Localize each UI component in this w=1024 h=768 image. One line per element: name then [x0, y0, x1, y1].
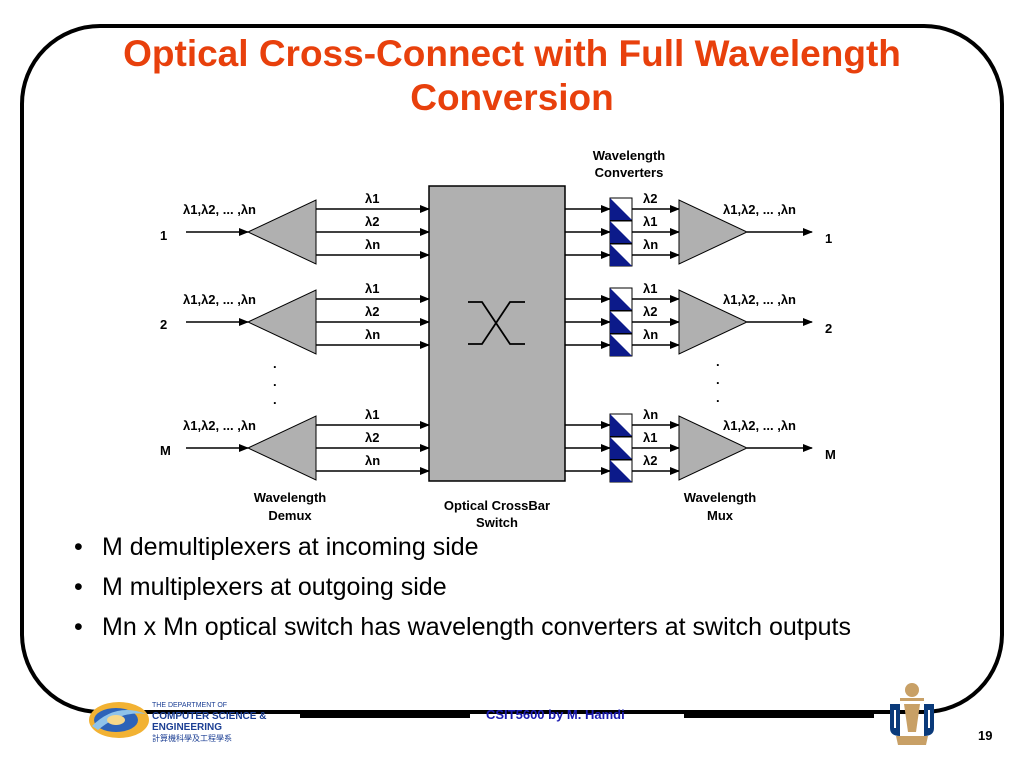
ellipsis-left-2: . — [273, 374, 277, 389]
bullet-item: Mn x Mn optical switch has wavelength co… — [70, 613, 950, 642]
row-1-mux — [678, 199, 749, 265]
title-line-1: Optical Cross-Connect with Full Waveleng… — [123, 33, 901, 74]
cse-logo-icon — [89, 702, 149, 738]
row-2-input-signal: λ1,λ2, ... ,λn — [183, 292, 256, 307]
row-1-converter-out-3: λn — [643, 237, 658, 252]
dept-logo-line1: THE DEPARTMENT OF — [152, 702, 228, 709]
row-m-converter-out-1: λn — [643, 407, 658, 422]
row-1-switch-in-1: λ1 — [365, 191, 379, 206]
title-line-2: Conversion — [410, 77, 614, 118]
row-1-converter-out-1: λ2 — [643, 191, 657, 206]
switch-label-line2: Switch — [476, 515, 518, 530]
row-2-input-port: 2 — [160, 317, 167, 332]
crossbar-switch — [428, 185, 566, 482]
row-m-output-signal: λ1,λ2, ... ,λn — [723, 418, 796, 433]
row-2-mux — [678, 289, 749, 355]
row-m-demux — [246, 415, 317, 481]
row-2-switch-in-3: λn — [365, 327, 380, 342]
row-2-output-port: 2 — [825, 321, 832, 336]
switch-label-line1: Optical CrossBar — [444, 498, 550, 513]
row-2-converters — [609, 287, 633, 357]
bullet-list: M demultiplexers at incoming side M mult… — [70, 533, 950, 653]
row-m-switch-in-2: λ2 — [365, 430, 379, 445]
converters-label-line2: Converters — [595, 165, 664, 180]
mux-label-line2: Mux — [707, 508, 734, 523]
row-2-converter-out-2: λ2 — [643, 304, 657, 319]
ellipsis-left-1: . — [273, 356, 277, 371]
row-2-converter-out-3: λn — [643, 327, 658, 342]
row-1-input-port: 1 — [160, 228, 167, 243]
row-2-switch-in-2: λ2 — [365, 304, 379, 319]
ellipsis-left-3: . — [273, 392, 277, 407]
mux-label-line1: Wavelength — [684, 490, 757, 505]
slide-title: Optical Cross-Connect with Full Waveleng… — [60, 32, 964, 120]
row-2: λ1,λ2, ... ,λn 2 λ1 λ2 λn λ1 λ2 λn λ1,λ2… — [160, 281, 832, 357]
ellipsis-right-1: . — [716, 354, 720, 369]
ellipsis-right: . . . — [716, 354, 720, 405]
row-m-switch-in-3: λn — [365, 453, 380, 468]
demux-label-line1: Wavelength — [254, 490, 327, 505]
demux-label-line2: Demux — [268, 508, 312, 523]
row-1-switch-in-3: λn — [365, 237, 380, 252]
footer-credit: CSIT5600 by M. Hamdi — [486, 707, 625, 722]
bullet-item: M multiplexers at outgoing side — [70, 573, 950, 602]
crossbar-cross-symbol — [468, 301, 525, 345]
footer-rule-right — [684, 714, 874, 718]
row-m-output-port: M — [825, 447, 836, 462]
row-m-converter-out-2: λ1 — [643, 430, 657, 445]
ellipsis-left: . . . — [273, 356, 277, 407]
row-m-converters — [609, 413, 633, 483]
row-1-output-port: 1 — [825, 231, 832, 246]
row-1: λ1,λ2, ... ,λn 1 λ1 λ2 λn λ2 λ1 λn λ1,λ2… — [160, 191, 832, 267]
ellipsis-right-2: . — [716, 372, 720, 387]
dept-logo-line2: COMPUTER SCIENCE & — [152, 711, 267, 722]
row-m-input-port: M — [160, 443, 171, 458]
converters-label-line1: Wavelength — [593, 148, 666, 163]
dept-logo-line4: 計算機科學及工程學系 — [152, 734, 232, 743]
ellipsis-right-3: . — [716, 390, 720, 405]
row-2-demux — [246, 289, 317, 355]
row-1-input-signal: λ1,λ2, ... ,λn — [183, 202, 256, 217]
row-m-mux — [678, 415, 749, 481]
page-number: 19 — [978, 728, 993, 743]
footer-rule-left — [300, 714, 470, 718]
row-1-converters — [609, 197, 633, 267]
row-2-output-signal: λ1,λ2, ... ,λn — [723, 292, 796, 307]
row-1-switch-in-2: λ2 — [365, 214, 379, 229]
slide-frame — [20, 24, 1004, 714]
row-m: λ1,λ2, ... ,λn M λ1 λ2 λn λn λ1 λ2 λ1,λ2… — [160, 407, 836, 483]
row-m-switch-in-1: λ1 — [365, 407, 379, 422]
university-logo-icon — [890, 683, 934, 745]
row-2-switch-in-1: λ1 — [365, 281, 379, 296]
dept-logo-line3: ENGINEERING — [152, 722, 223, 733]
row-m-converter-out-3: λ2 — [643, 453, 657, 468]
bullet-item: M demultiplexers at incoming side — [70, 533, 950, 562]
row-1-converter-out-2: λ1 — [643, 214, 657, 229]
row-1-output-signal: λ1,λ2, ... ,λn — [723, 202, 796, 217]
row-1-demux — [246, 199, 317, 265]
row-m-input-signal: λ1,λ2, ... ,λn — [183, 418, 256, 433]
row-2-converter-out-1: λ1 — [643, 281, 657, 296]
